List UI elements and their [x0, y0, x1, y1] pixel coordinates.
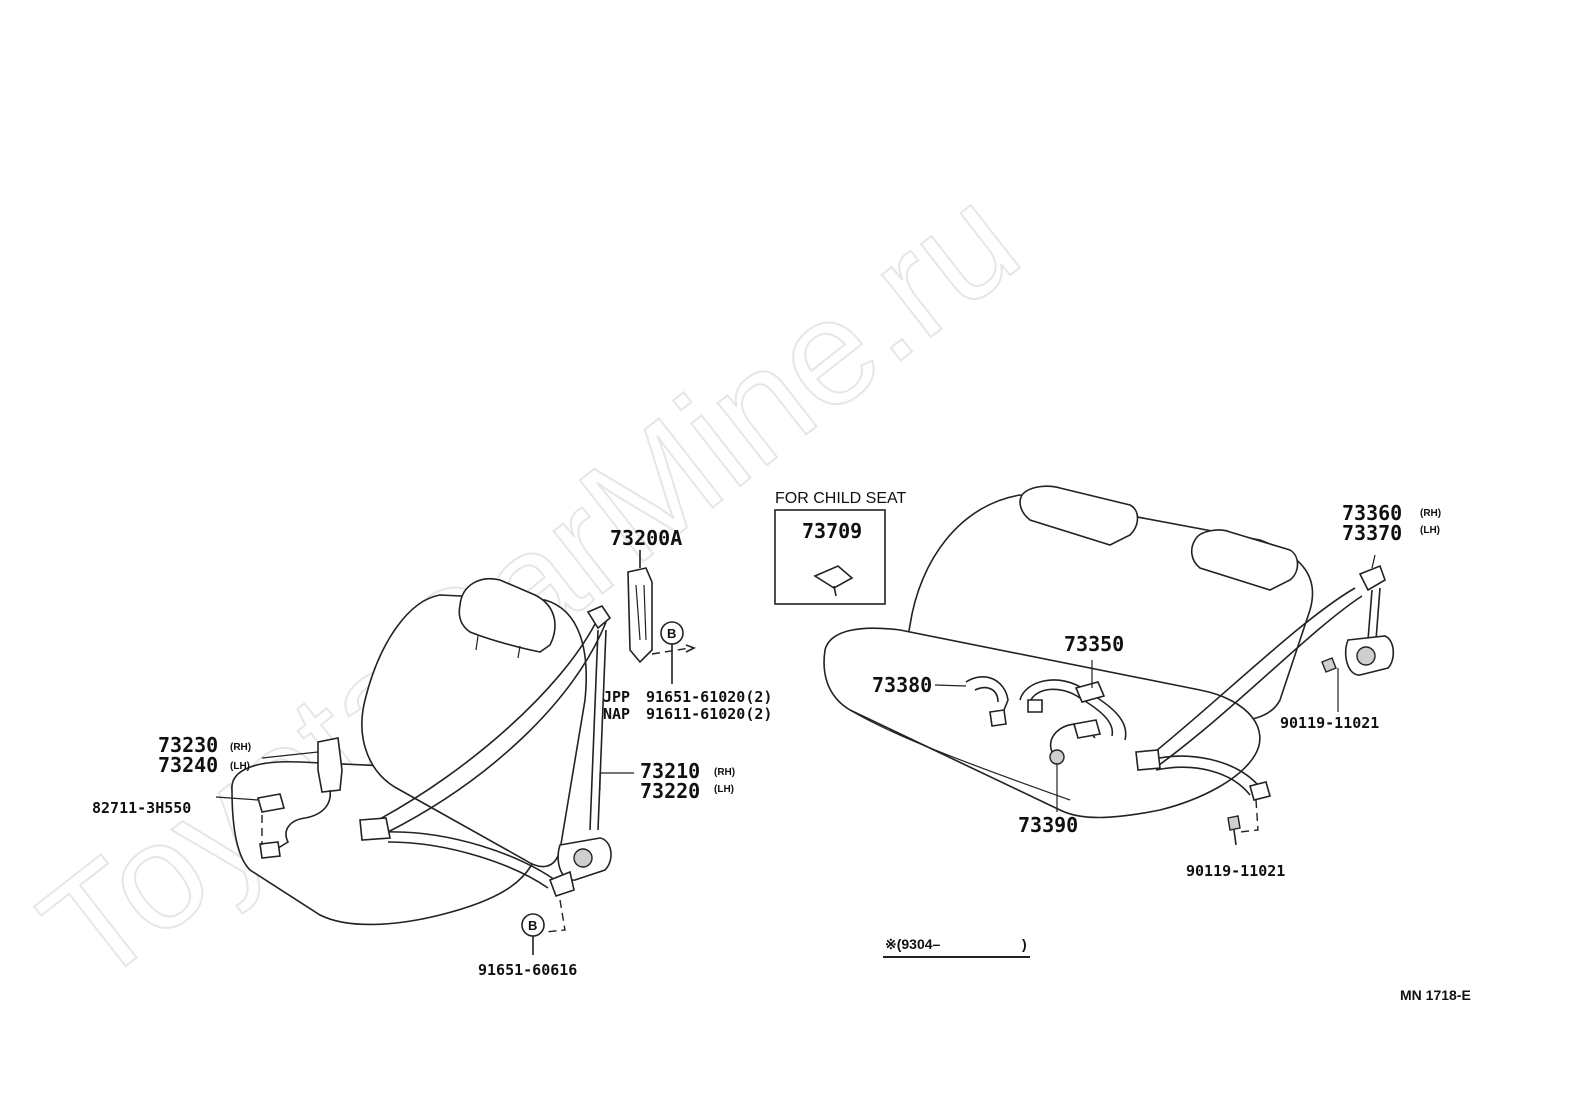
leader-lines-rear [934, 554, 1376, 812]
label-73200A: 73200A [610, 526, 682, 550]
label-jpp-code: JPP [603, 688, 630, 706]
label-73370: 73370 [1342, 521, 1402, 545]
label-73230: 73230 [158, 733, 218, 757]
label-82711: 82711-3H550 [92, 799, 191, 817]
rear-seat-belt-assembly [1135, 564, 1395, 846]
label-73350: 73350 [1064, 632, 1124, 656]
child-seat-anchor-icon [813, 565, 854, 589]
date-note: ※(9304– ) [883, 936, 1030, 958]
rear-center-buckles [965, 676, 1127, 765]
label-73230-side: (RH) [230, 742, 251, 753]
child-seat-box: FOR CHILD SEAT 73709 [774, 490, 907, 605]
pillar-bracket-73200A [627, 550, 653, 664]
label-73220-side: (LH) [714, 784, 734, 795]
label-73370-side: (LH) [1420, 525, 1440, 536]
label-jpp-part: 91651-61020(2) [646, 688, 772, 706]
label-73390: 73390 [1018, 813, 1078, 837]
label-nap-part: 91611-61020(2) [646, 705, 772, 723]
leader-lines-front [215, 751, 634, 801]
label-73210: 73210 [640, 759, 700, 783]
label-73360: 73360 [1342, 501, 1402, 525]
front-seat-belt-assembly [359, 605, 612, 898]
label-73380: 73380 [872, 673, 932, 697]
rear-seat-illustration [823, 485, 1314, 819]
bolt-lower-icon [1227, 815, 1241, 831]
bolt-upper-icon [1321, 657, 1337, 673]
label-73360-side: (RH) [1420, 508, 1441, 519]
label-73240-side: (LH) [230, 761, 250, 772]
date-note-text: ※(9304– [885, 936, 941, 952]
date-note-close: ) [1022, 936, 1027, 952]
circle-b-top-letter: B [667, 626, 676, 641]
label-73709: 73709 [802, 519, 862, 543]
label-73210-side: (RH) [714, 767, 735, 778]
circle-b-bottom-letter: B [528, 918, 537, 933]
label-nap-code: NAP [603, 705, 630, 723]
label-73220: 73220 [640, 779, 700, 803]
child-seat-heading: FOR CHILD SEAT [775, 490, 907, 507]
fastener-callouts-front: B B [521, 621, 696, 955]
front-buckle-assembly [256, 737, 343, 859]
label-90119-upper: 90119-11021 [1280, 714, 1379, 732]
label-73240: 73240 [158, 753, 218, 777]
front-seat-illustration [231, 578, 588, 926]
diagram-reference-code: MN 1718-E [1400, 987, 1471, 1003]
watermark-text: ToyotaCarMine.ru [11, 154, 1047, 1015]
label-90119-lower: 90119-11021 [1186, 862, 1285, 880]
label-91651-60616: 91651-60616 [478, 961, 577, 979]
